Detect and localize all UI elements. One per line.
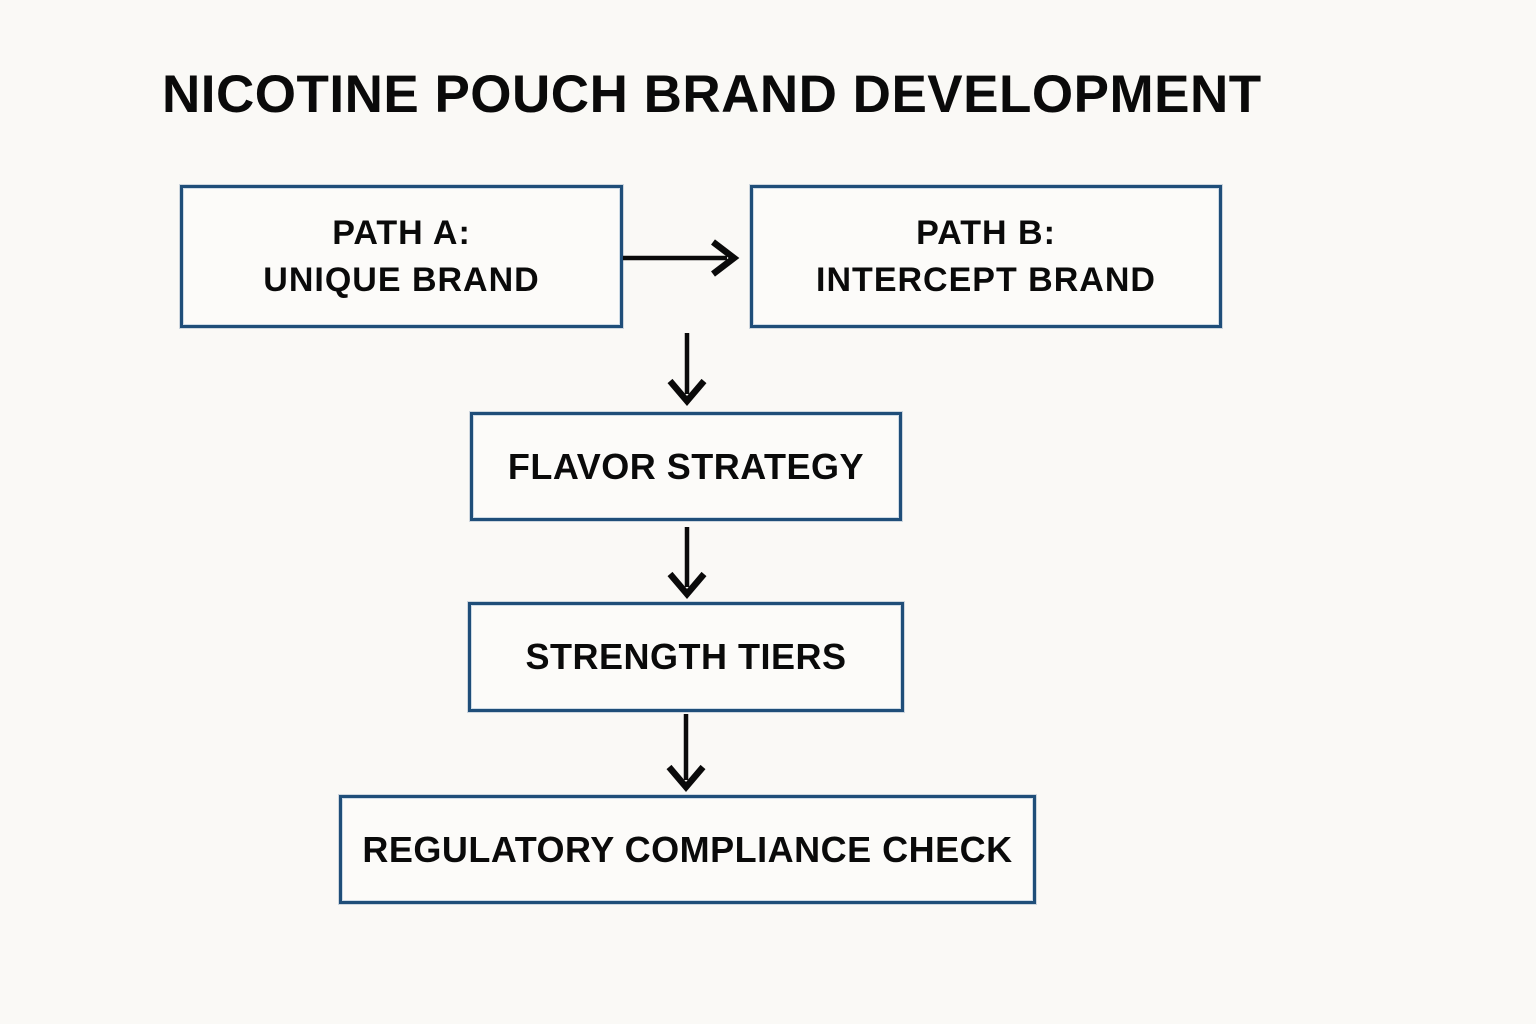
- flowchart-node-regulatory-compliance-check: REGULATORY COMPLIANCE CHECK: [339, 795, 1036, 904]
- node-label: REGULATORY COMPLIANCE CHECK: [362, 828, 1013, 870]
- flowchart-node-strength-tiers: STRENGTH TIERS: [468, 602, 904, 712]
- arrow-flavor-to-strength-icon: [667, 527, 707, 600]
- diagram-title: NICOTINE POUCH BRAND DEVELOPMENT: [162, 65, 1262, 124]
- node-label: FLAVOR STRATEGY: [507, 445, 865, 487]
- node-label-line: PATH B:: [916, 213, 1056, 252]
- node-label: STRENGTH TIERS: [525, 636, 847, 677]
- node-label-line: INTERCEPT BRAND: [816, 260, 1156, 299]
- flowchart-node-path-b: PATH B: INTERCEPT BRAND: [750, 185, 1222, 328]
- node-label-line: PATH A:: [332, 213, 471, 252]
- flowchart-node-path-a: PATH A: UNIQUE BRAND: [180, 185, 623, 328]
- arrow-paths-to-flavor-icon: [667, 333, 707, 407]
- arrow-strength-to-regulatory-icon: [666, 714, 706, 793]
- arrow-path-a-to-path-b-icon: [623, 239, 740, 277]
- node-label-line: UNIQUE BRAND: [263, 260, 540, 299]
- flowchart-node-flavor-strategy: FLAVOR STRATEGY: [470, 412, 902, 521]
